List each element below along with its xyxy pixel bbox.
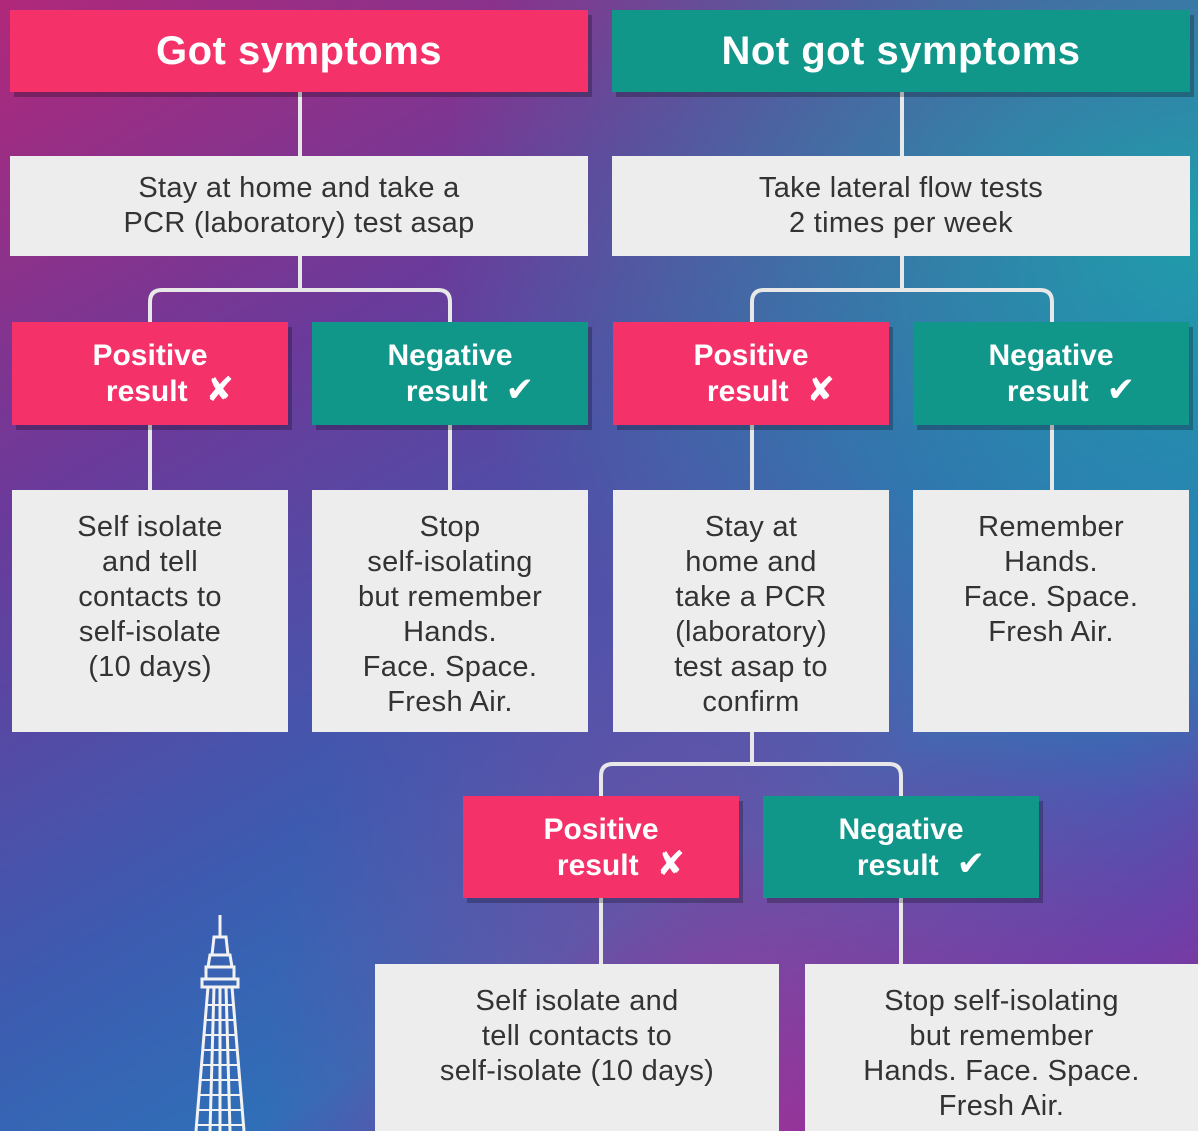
result-word: result: [856, 848, 939, 882]
header-not-got-symptoms: Not got symptoms: [612, 10, 1190, 92]
outcome-got-positive: Self isolate and tell contacts to self-i…: [12, 490, 288, 732]
outcome-not-got-negative: Remember Hands. Face. Space. Fresh Air.: [913, 490, 1189, 732]
result-negative-not-got: Negative result ✔: [913, 322, 1189, 425]
cross-mark-icon: ✘: [806, 371, 836, 409]
result-positive-got: Positive result ✘: [12, 322, 288, 425]
result-positive-not-got: Positive result ✘: [613, 322, 889, 425]
tower-icon: [194, 915, 246, 1131]
result-word: result: [1006, 375, 1089, 408]
result-positive-label: Positive: [693, 339, 809, 372]
cross-mark-icon: ✘: [656, 844, 686, 883]
header-got-symptoms-label: Got symptoms: [155, 28, 443, 73]
result-positive-label: Positive: [92, 339, 208, 372]
header-got-symptoms: Got symptoms: [10, 10, 588, 92]
result-word: result: [556, 848, 639, 882]
header-not-got-symptoms-label: Not got symptoms: [721, 28, 1081, 73]
outcome-not-got-positive: Stay at home and take a PCR (laboratory)…: [613, 490, 889, 732]
instruction-not-got-symptoms: Take lateral flow tests 2 times per week: [612, 156, 1190, 256]
check-mark-icon: ✔: [1106, 371, 1136, 409]
result-negative-confirm: Negative result ✔: [763, 796, 1039, 898]
result-negative-label: Negative: [387, 339, 513, 372]
cross-mark-icon: ✘: [205, 371, 235, 409]
result-word: result: [405, 375, 488, 408]
outcome-confirm-positive: Self isolate and tell contacts to self-i…: [375, 964, 779, 1131]
instruction-got-symptoms: Stay at home and take a PCR (laboratory)…: [10, 156, 588, 256]
outcome-got-negative: Stop self-isolating but remember Hands. …: [312, 490, 588, 732]
result-word: result: [706, 375, 789, 408]
result-word: result: [105, 375, 188, 408]
result-positive-label: Positive: [543, 812, 659, 846]
outcome-confirm-negative: Stop self-isolating but remember Hands. …: [805, 964, 1198, 1131]
result-negative-label: Negative: [838, 812, 964, 846]
check-mark-icon: ✔: [505, 371, 535, 409]
check-mark-icon: ✔: [956, 844, 986, 883]
result-negative-got: Negative result ✔: [312, 322, 588, 425]
result-positive-confirm: Positive result ✘: [463, 796, 739, 898]
result-negative-label: Negative: [988, 339, 1114, 372]
